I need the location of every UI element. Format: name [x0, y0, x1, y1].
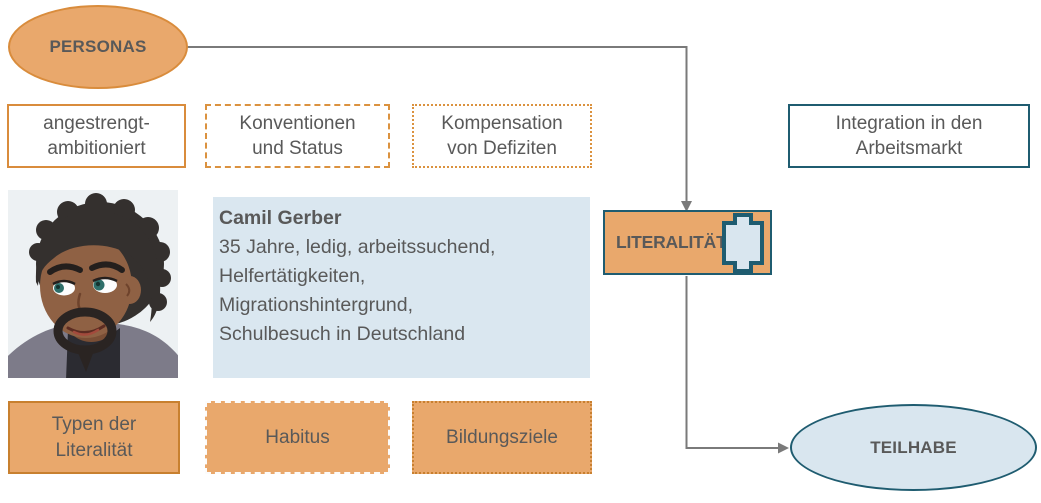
personas-node: PERSONAS: [8, 5, 188, 89]
trait-label: angestrengt- ambitioniert: [43, 112, 150, 159]
trait-box-angestrengt-ambitioniert: angestrengt- ambitioniert: [7, 104, 186, 168]
trait-label: Kompensation von Defiziten: [441, 112, 563, 159]
literalitaet-node: LITERALITÄT: [603, 210, 772, 275]
teilhabe-node: TEILHABE: [790, 404, 1037, 491]
teilhabe-label: TEILHABE: [870, 437, 957, 457]
literacy-column-icon: [722, 212, 764, 273]
trait-box-typen-literalitaet: Typen der Literalität: [8, 401, 180, 474]
persona-details: 35 Jahre, ledig, arbeitssuchend, Helfert…: [219, 236, 496, 345]
trait-box-kompensation-defizite: Kompensation von Defiziten: [412, 104, 592, 168]
trait-label: Typen der Literalität: [51, 414, 137, 461]
persona-avatar: [8, 190, 178, 378]
trait-box-konventionen-status: Konventionen und Status: [205, 104, 390, 168]
integration-arbeitsmarkt-node: Integration in den Arbeitsmarkt: [788, 104, 1030, 168]
integration-label: Integration in den Arbeitsmarkt: [835, 112, 983, 159]
trait-label: Konventionen und Status: [239, 112, 356, 159]
avatar-illustration-icon: [8, 190, 178, 378]
trait-box-habitus: Habitus: [205, 401, 390, 474]
trait-label: Habitus: [265, 426, 330, 448]
personas-label: PERSONAS: [49, 37, 147, 56]
trait-label: Bildungsziele: [446, 426, 558, 448]
trait-box-bildungsziele: Bildungsziele: [412, 401, 592, 474]
persona-card: Camil Gerber 35 Jahre, ledig, arbeitssuc…: [213, 197, 590, 378]
persona-name: Camil Gerber: [219, 207, 342, 229]
literalitaet-label: LITERALITÄT: [616, 232, 727, 252]
arrowhead-right-icon: [778, 442, 789, 454]
